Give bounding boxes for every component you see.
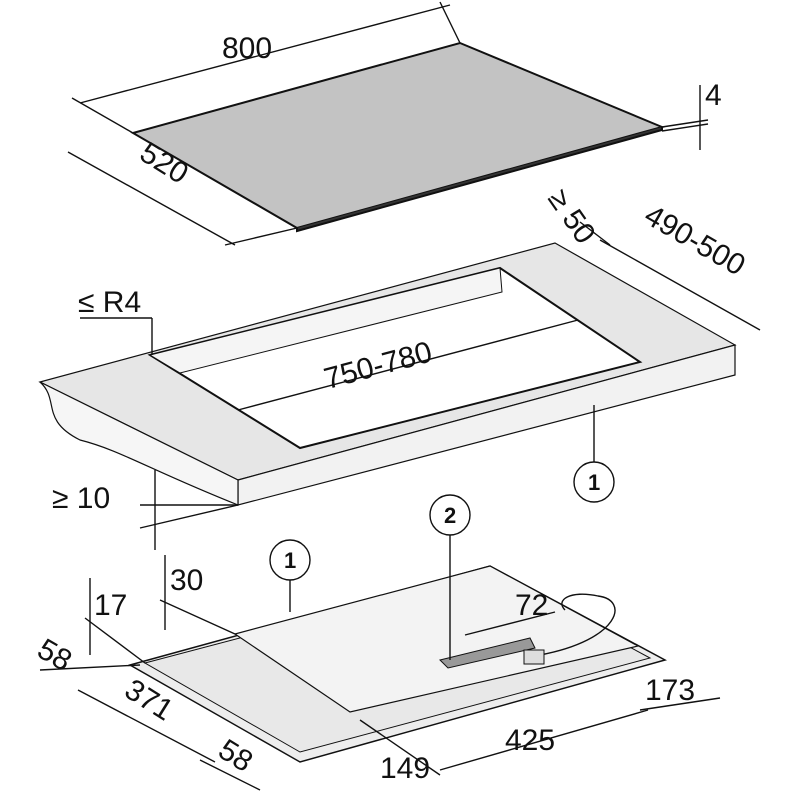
dimension-rear-distance: ≥ 50 bbox=[541, 183, 611, 250]
dimension-58-front: 58 bbox=[32, 633, 141, 678]
dimension-58-side: 58 bbox=[199, 733, 261, 791]
width-label: 800 bbox=[222, 32, 272, 65]
hob-callout-2-label: 2 bbox=[444, 503, 456, 528]
dimension-30: 30 bbox=[159, 555, 236, 635]
dimension-17: 17 bbox=[84, 578, 146, 664]
dimension-4: 4 bbox=[661, 79, 722, 150]
frame-height-label: 17 bbox=[94, 589, 127, 622]
corner-radius-label: ≤ R4 bbox=[78, 286, 141, 319]
callout-worktop: 1 bbox=[573, 405, 615, 503]
right-offset-label: 173 bbox=[645, 674, 695, 707]
dimension-corner-radius: ≤ R4 bbox=[78, 286, 153, 355]
hob-body bbox=[128, 565, 667, 763]
height-below-label: 30 bbox=[170, 564, 203, 597]
dimension-173: 173 bbox=[639, 674, 721, 711]
dimension-425: 425 bbox=[439, 709, 649, 771]
callout-hob-2: 2 bbox=[429, 494, 471, 660]
dimension-800: 800 bbox=[71, 1, 461, 134]
side-frame-label: 58 bbox=[213, 733, 259, 779]
rear-distance-label: ≥ 50 bbox=[541, 183, 601, 250]
front-frame-label: 58 bbox=[32, 633, 77, 678]
connection-offset-label: 72 bbox=[515, 589, 548, 622]
right-width-label: 425 bbox=[505, 724, 555, 757]
dimension-72: 72 bbox=[464, 589, 556, 636]
worktop bbox=[38, 242, 737, 506]
thickness-label: 4 bbox=[705, 79, 722, 112]
center-offset-label: 149 bbox=[380, 752, 430, 785]
callout-hob-1: 1 bbox=[269, 539, 311, 612]
glass-plate bbox=[130, 41, 666, 233]
callout-1-label: 1 bbox=[588, 470, 600, 495]
dimension-149: 149 bbox=[359, 719, 441, 785]
hob-callout-1-label: 1 bbox=[284, 548, 296, 573]
cutout-depth-label: 490-500 bbox=[639, 199, 751, 283]
front-distance-label: ≥ 10 bbox=[52, 482, 110, 515]
dimension-front-distance: ≥ 10 bbox=[52, 470, 239, 550]
